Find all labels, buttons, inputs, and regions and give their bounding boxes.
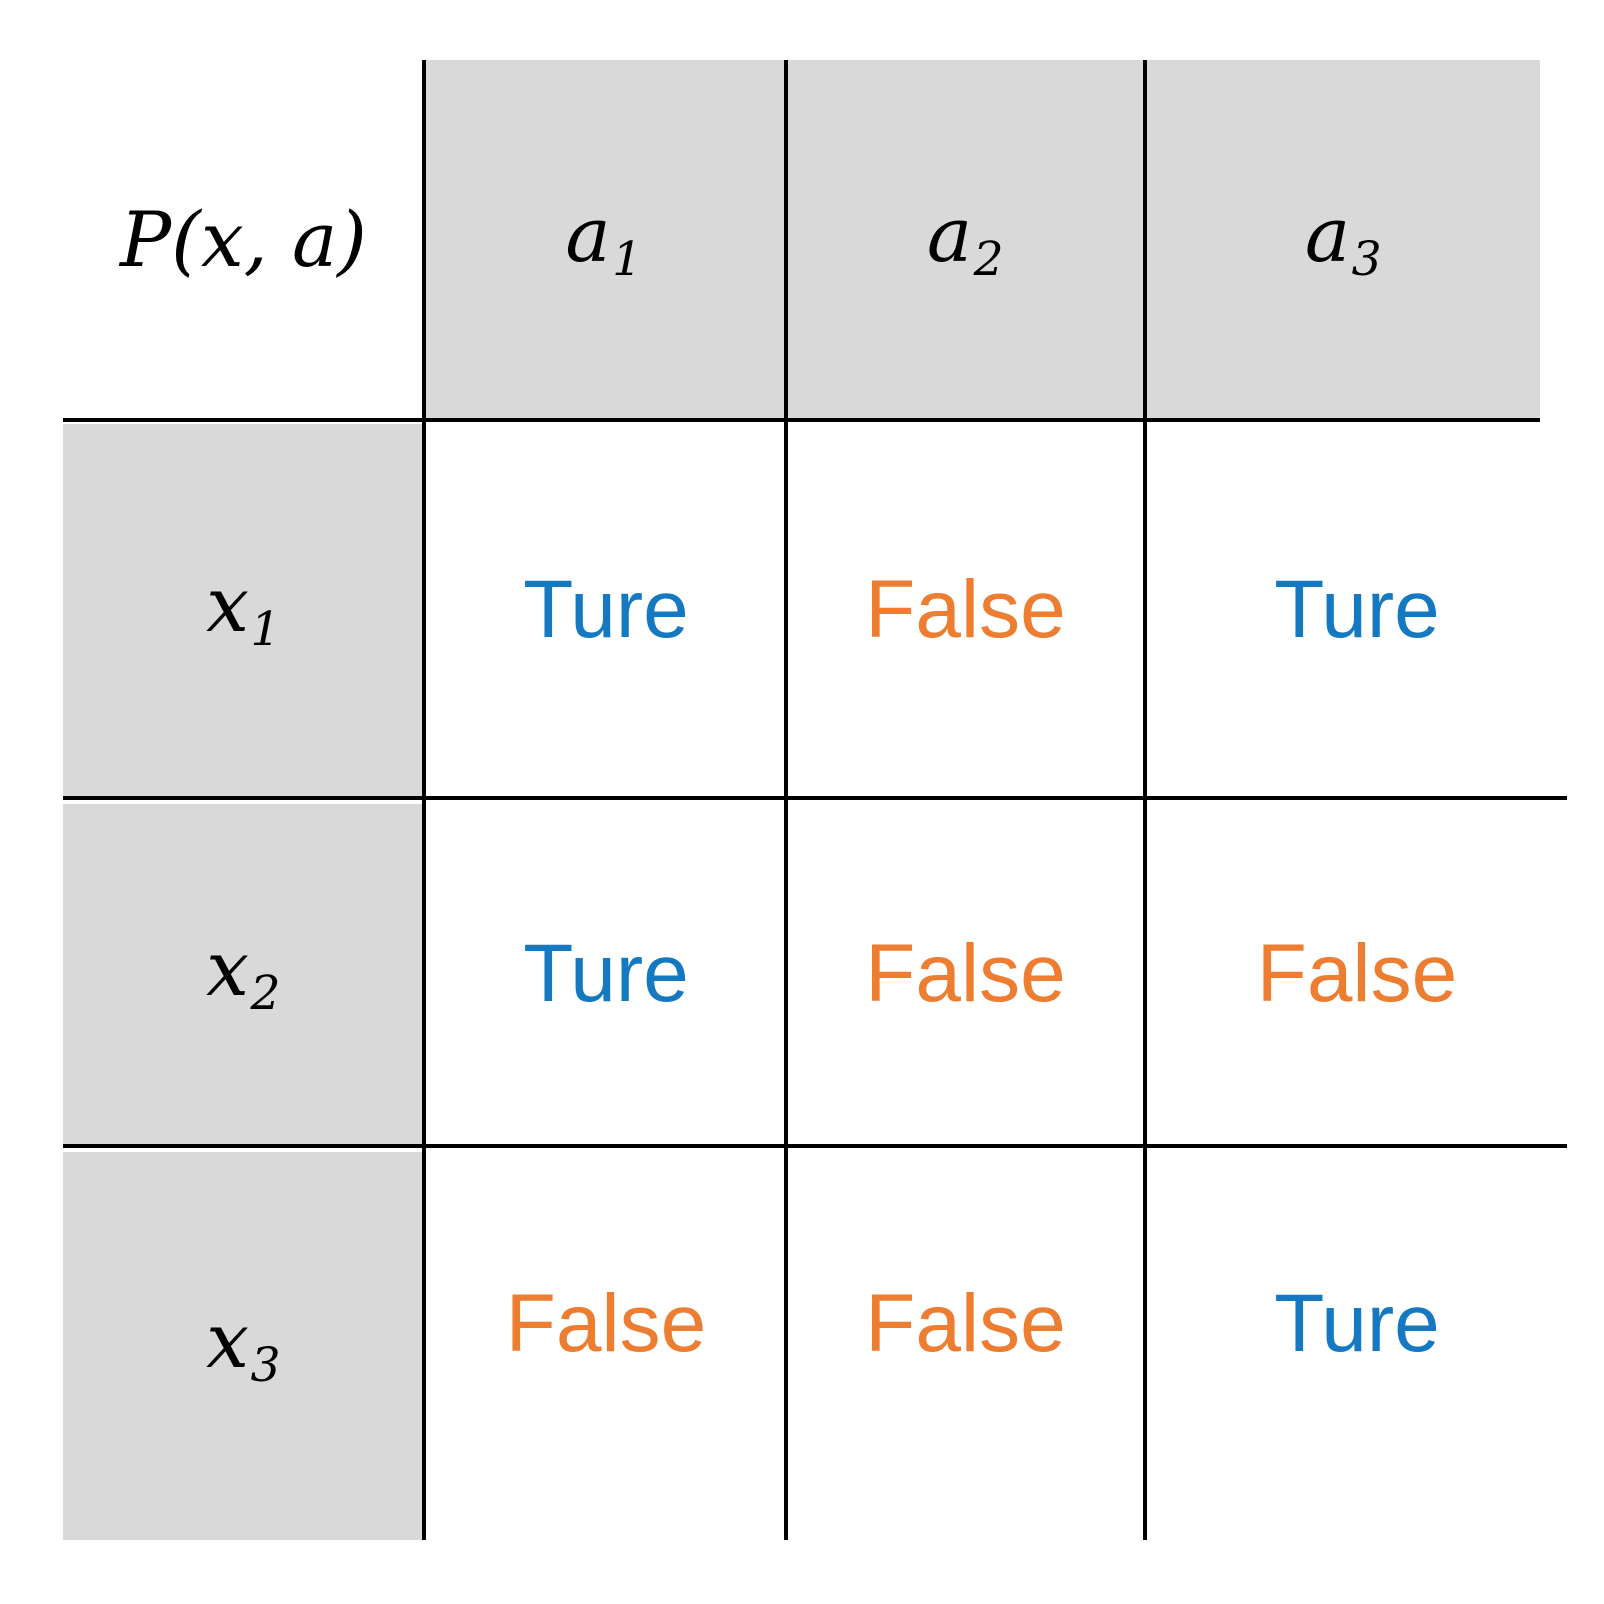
table-corner-cell: P(x, a): [63, 60, 424, 420]
row1-row2-rule: [63, 796, 1567, 800]
cell-value: Ture: [1274, 564, 1440, 655]
cell-value: Ture: [523, 564, 689, 655]
table-cell-x3-a3: Ture: [1147, 1152, 1567, 1540]
column-rule-3: [1143, 60, 1147, 1540]
table-cell-x2-a2: False: [788, 804, 1143, 1144]
row-header-x3: x3: [63, 1152, 424, 1540]
column-header-a2-label: a2: [926, 190, 1005, 287]
cell-value: False: [865, 928, 1066, 1019]
column-header-a3: a3: [1147, 60, 1540, 420]
row-header-x2: x2: [63, 804, 424, 1144]
row-header-x1: x1: [63, 424, 424, 796]
column-header-a2: a2: [788, 60, 1143, 420]
cell-value: Ture: [1274, 1278, 1440, 1369]
corner-label: P(x, a): [120, 195, 367, 284]
header-bottom-rule: [63, 418, 1540, 422]
cell-value: False: [505, 1278, 707, 1369]
table-cell-x1-a3: Ture: [1147, 424, 1567, 796]
cell-value: Ture: [523, 928, 689, 1019]
column-header-a1: a1: [424, 60, 784, 420]
table-cell-x1-a1: Ture: [428, 424, 784, 796]
column-header-a1-label: a1: [565, 190, 643, 287]
table-cell-x2-a3: False: [1147, 804, 1567, 1144]
row-header-x1-label: x1: [206, 560, 281, 657]
table-cell-x3-a2: False: [788, 1152, 1143, 1540]
row2-row3-rule: [63, 1144, 1567, 1148]
table-cell-x3-a1: False: [428, 1152, 784, 1540]
table-cell-x1-a2: False: [788, 424, 1143, 796]
cell-value: False: [1256, 928, 1458, 1019]
column-header-a3-label: a3: [1304, 190, 1383, 287]
column-rule-2: [784, 60, 788, 1540]
row-header-x3-label: x3: [206, 1296, 281, 1393]
row-header-x2-label: x2: [206, 924, 281, 1021]
column-rule-1: [422, 60, 426, 1540]
cell-value: False: [865, 564, 1066, 655]
table-cell-x2-a1: Ture: [428, 804, 784, 1144]
cell-value: False: [865, 1278, 1066, 1369]
